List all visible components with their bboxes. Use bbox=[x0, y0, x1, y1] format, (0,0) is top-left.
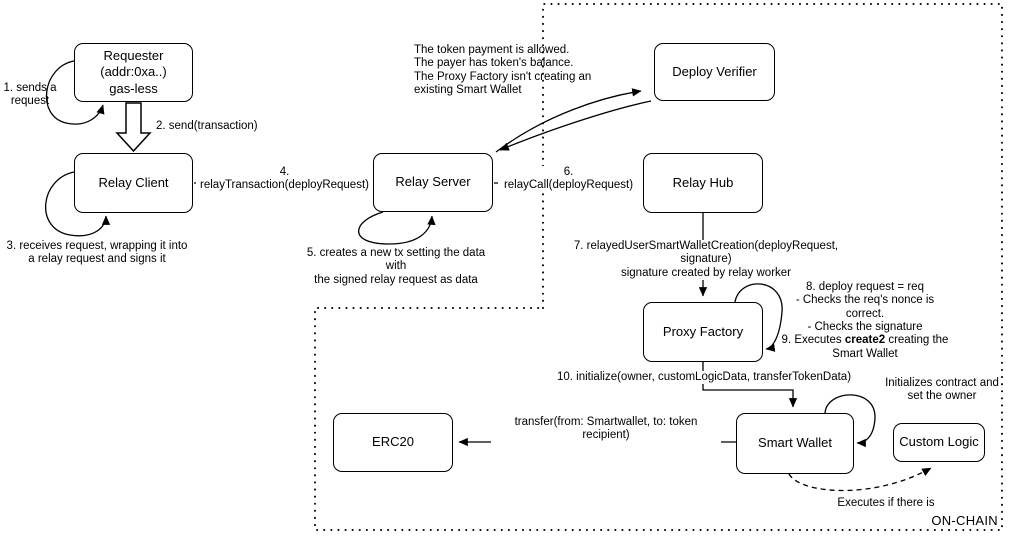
relay-hub-node: Relay Hub bbox=[643, 153, 763, 213]
initializes-note: Initializes contract and set the owner bbox=[885, 377, 999, 403]
executes-note: Executes if there is bbox=[837, 497, 935, 509]
steps8-9-text-a: 8. deploy request = req - Checks the req… bbox=[781, 281, 935, 347]
smart-wallet-self-loop-arrow bbox=[824, 394, 876, 448]
relay-client-self-loop-arrow bbox=[45, 171, 111, 237]
requester-self-loop-arrow bbox=[45, 60, 105, 125]
step7-label: 7. relayedUserSmartWalletCreation(deploy… bbox=[551, 240, 861, 280]
proxy-factory-self-loop-arrow bbox=[734, 283, 783, 352]
step10-label: 10. initialize(owner, customLogicData, t… bbox=[557, 371, 857, 385]
step4-label: 4. relayTransaction(deployRequest) bbox=[196, 166, 373, 193]
on-chain-label: ON-CHAIN bbox=[931, 513, 998, 528]
custom-logic-node: Custom Logic bbox=[893, 423, 985, 462]
steps8-9-text-b: creating the Smart Wallet bbox=[832, 334, 949, 360]
step1-label: 1. sends a request bbox=[3, 82, 57, 108]
relay-client-node: Relay Client bbox=[74, 153, 193, 213]
step6-label: 6. relayCall(deployRequest) bbox=[498, 166, 639, 193]
proxy-factory-node: Proxy Factory bbox=[643, 302, 763, 362]
deploy-verifier-node: Deploy Verifier bbox=[654, 43, 775, 101]
step3-label: 3. receives request, wrapping it into a … bbox=[6, 240, 188, 266]
send-transaction-block-arrow bbox=[115, 102, 152, 153]
verifier-to-server-arrow bbox=[499, 100, 652, 151]
server-to-verifier-arrow bbox=[495, 88, 642, 153]
step5-label: 5. creates a new tx setting the data wit… bbox=[306, 247, 486, 286]
relay-server-self-loop-arrow bbox=[357, 211, 436, 245]
steps8-9-note: 8. deploy request = req - Checks the req… bbox=[779, 281, 951, 361]
smart-wallet-node: Smart Wallet bbox=[736, 413, 854, 474]
verifier-checks-note: The token payment is allowed. The payer … bbox=[414, 44, 592, 96]
initialize-arrow bbox=[702, 362, 798, 408]
relay-server-node: Relay Server bbox=[373, 153, 493, 212]
create2-bold-text: create2 bbox=[844, 334, 886, 347]
requester-node: Requester (addr:0xa..) gas-less bbox=[74, 43, 193, 102]
erc20-node: ERC20 bbox=[333, 413, 453, 472]
transfer-label: transfer(from: Smartwallet, to: token re… bbox=[491, 416, 721, 443]
executes-custom-logic-arrow bbox=[788, 467, 932, 492]
step2-label: 2. send(transaction) bbox=[156, 120, 258, 132]
